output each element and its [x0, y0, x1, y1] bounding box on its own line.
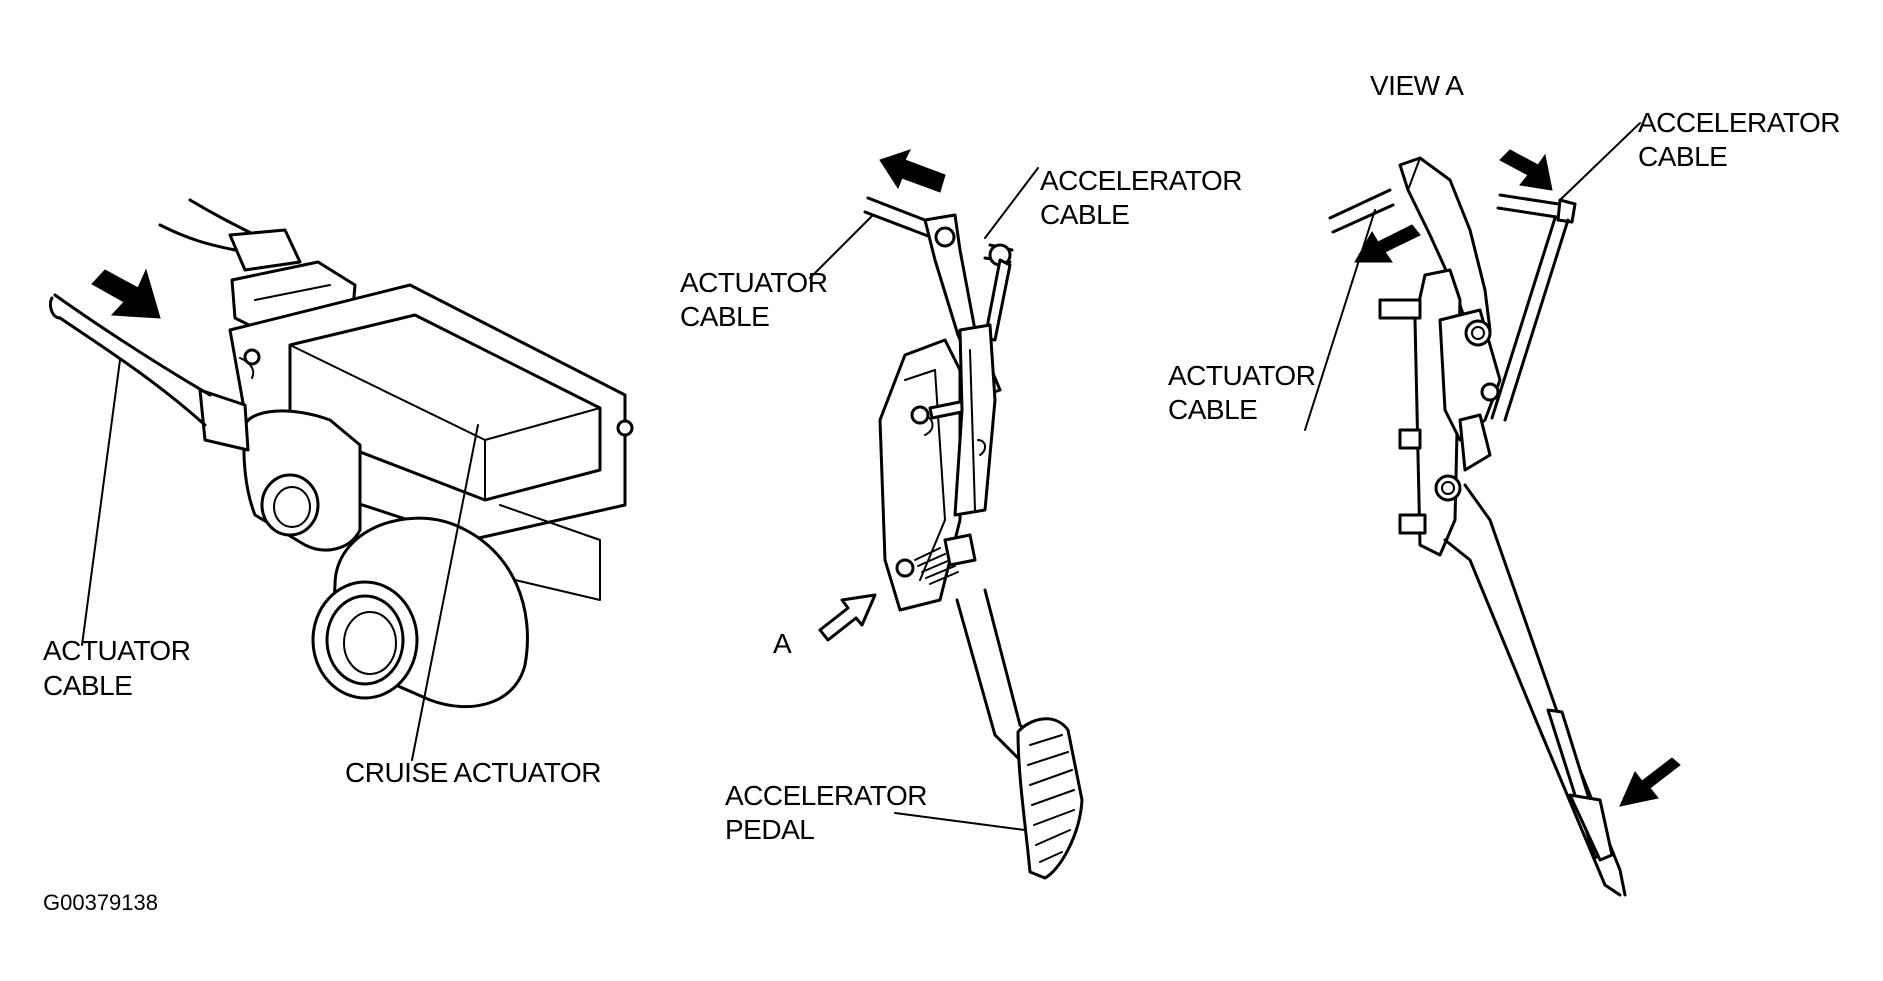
view-a-drawing	[1304, 122, 1681, 897]
cruise-actuator-drawing	[48, 198, 634, 761]
accelerator-cable-label-middle-line1: ACCELERATOR	[1040, 165, 1242, 196]
accelerator-cable-label-right-line1: ACCELERATOR	[1638, 107, 1840, 138]
actuator-cable-label-left-line2: CABLE	[43, 670, 132, 701]
accelerator-pedal-label-line2: PEDAL	[725, 814, 814, 845]
view-a-pointer-label: A	[773, 628, 792, 659]
actuator-cable-label-middle-line1: ACTUATOR	[680, 267, 827, 298]
pedal-assembly-drawing	[809, 149, 1084, 880]
accelerator-pedal-label-line1: ACCELERATOR	[725, 780, 927, 811]
actuator-cable-label-right-line1: ACTUATOR	[1168, 360, 1315, 391]
actuator-cable-label-right-line2: CABLE	[1168, 394, 1257, 425]
view-a-title: VIEW A	[1370, 70, 1464, 101]
actuator-cable-label-left-line1: ACTUATOR	[43, 635, 190, 666]
accelerator-cable-label-middle-line2: CABLE	[1040, 199, 1129, 230]
actuator-cable-label-middle-line2: CABLE	[680, 301, 769, 332]
figure-code: G00379138	[43, 890, 158, 915]
cruise-actuator-label: CRUISE ACTUATOR	[345, 757, 601, 788]
accelerator-cable-label-right-line2: CABLE	[1638, 141, 1727, 172]
